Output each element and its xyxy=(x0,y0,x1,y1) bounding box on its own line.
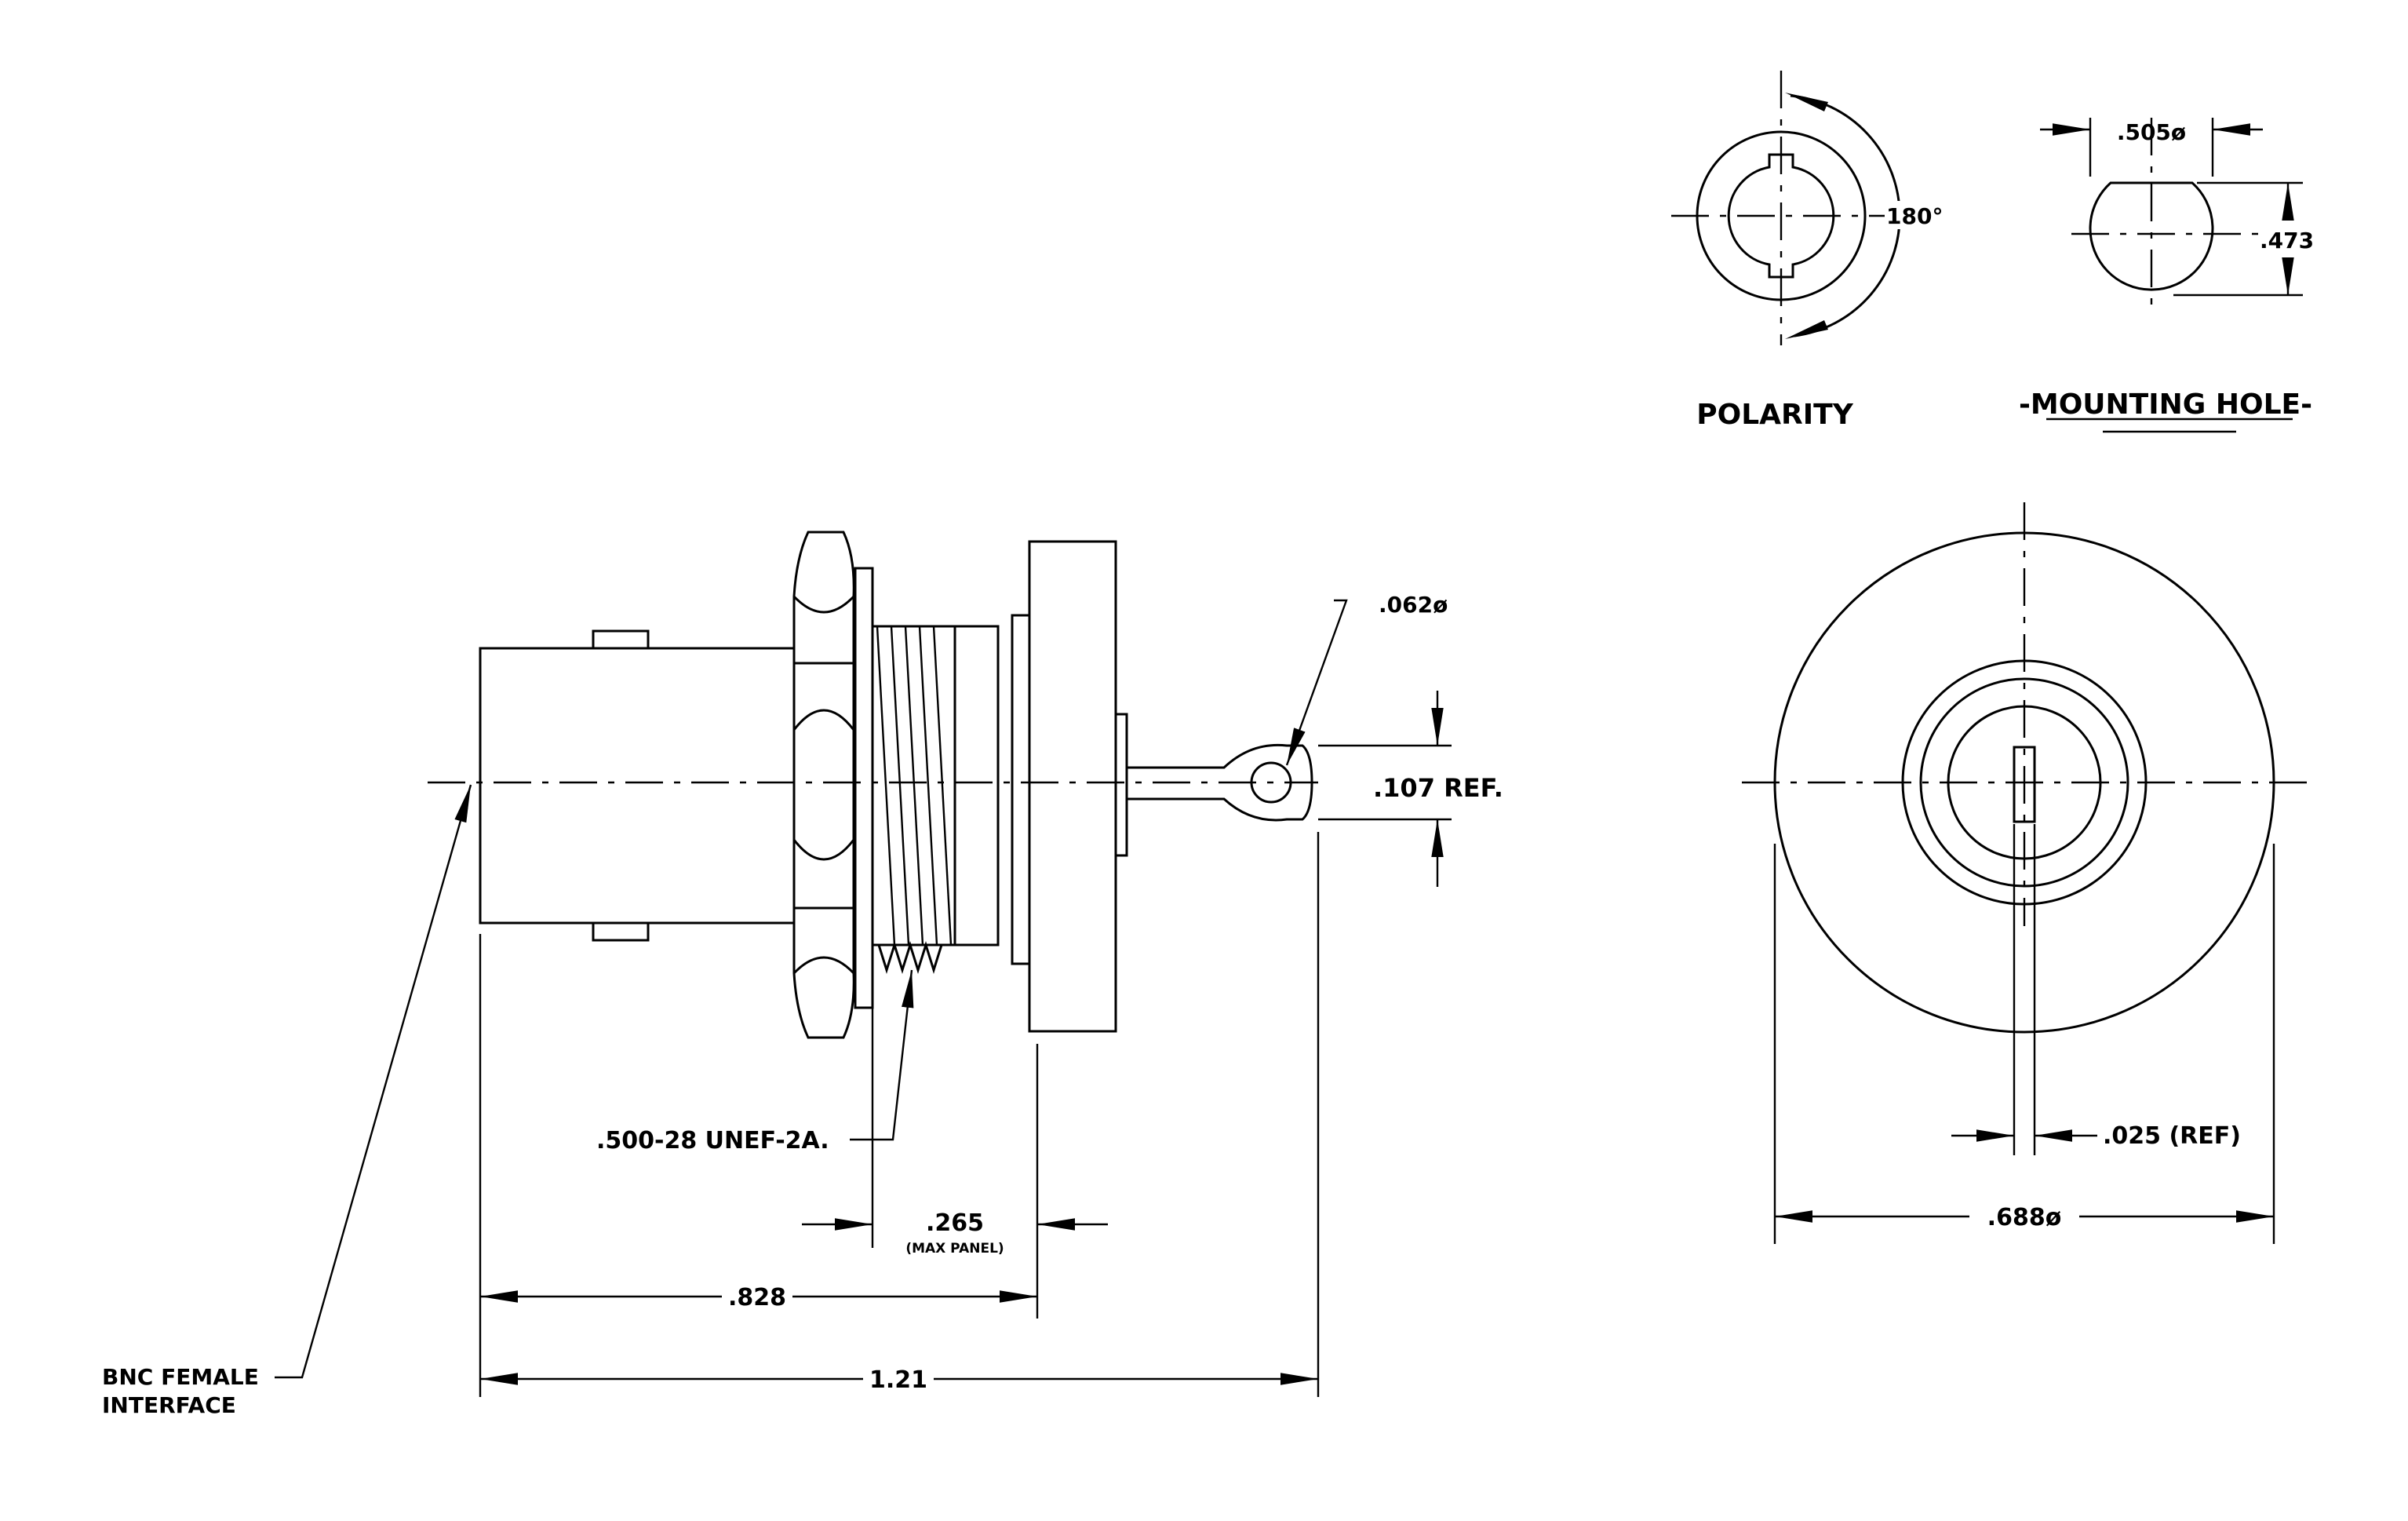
angle-label-bg xyxy=(1885,201,1935,229)
front-inner-ring xyxy=(1947,705,2102,860)
polarity-inner-keyed xyxy=(1727,153,1835,279)
flange-dia-dim: .688ø xyxy=(1987,1204,2062,1231)
rear-insulator xyxy=(1114,713,1128,857)
interface-label-1: BNC FEMALE xyxy=(102,1364,259,1390)
length-828-dim: .828 xyxy=(728,1284,786,1311)
front-view: .025 (REF) .688ø xyxy=(1742,502,2307,1244)
shoulder xyxy=(953,625,1000,947)
side-dimensions: .062ø .107 REF. .500-28 UNEF-2A. .265 (M… xyxy=(102,592,1503,1418)
thread-leader xyxy=(850,969,914,1141)
lock-washer xyxy=(854,567,874,1009)
solder-hole-leader xyxy=(1285,599,1348,766)
front-flange-circle xyxy=(1773,531,2275,1034)
thread-lines xyxy=(876,626,953,946)
bayonet-stud-top xyxy=(592,629,650,650)
solder-hole xyxy=(1250,761,1292,804)
max-panel-value: .265 xyxy=(926,1209,984,1237)
front-contact xyxy=(2013,746,2036,823)
length-121-dim: 1.21 xyxy=(869,1366,927,1394)
rear-flange-ring xyxy=(1011,614,1031,965)
front-middle-ring xyxy=(1919,677,2129,888)
polarity-view: 180° POLARITY xyxy=(1671,71,1943,431)
front-outer-ring xyxy=(1901,659,2148,906)
polarity-outer-circle xyxy=(1696,130,1867,301)
bnc-body xyxy=(479,647,796,925)
interface-leader xyxy=(275,784,472,1379)
polarity-arrow-top xyxy=(1785,93,1828,111)
mounting-hole-outline xyxy=(2089,181,2214,291)
hex-curve-3 xyxy=(792,839,855,861)
solder-hole-dim: .062ø xyxy=(1379,592,1448,618)
thread-teeth xyxy=(877,940,943,975)
polarity-arrow-bottom xyxy=(1785,320,1828,339)
bayonet-stud-bottom xyxy=(592,921,650,942)
thread-dim: .500-28 UNEF-2A. xyxy=(596,1127,829,1154)
mounting-hole-view: .505ø .473 -MOUNTING HOLE- xyxy=(2019,118,2314,433)
hex-curve-2 xyxy=(792,709,855,731)
rear-flange xyxy=(1028,540,1117,1033)
side-view xyxy=(428,531,1318,1039)
max-panel-note: (MAX PANEL) xyxy=(905,1241,1004,1257)
hex-curve-4 xyxy=(792,956,855,975)
contact-ref-dim: .025 (REF) xyxy=(2103,1122,2241,1150)
hole-width-dim: .505ø xyxy=(2117,119,2186,145)
polarity-title: POLARITY xyxy=(1696,399,1853,431)
hex-curve-1 xyxy=(792,595,855,614)
solder-pin xyxy=(1127,743,1313,822)
interface-label-2: INTERFACE xyxy=(102,1392,236,1418)
hex-nut xyxy=(792,531,855,1039)
hole-flat-dim: .473 xyxy=(2260,228,2314,254)
pin-ref-dim: .107 REF. xyxy=(1373,773,1503,803)
mounting-hole-title: -MOUNTING HOLE- xyxy=(2019,388,2312,421)
polarity-angle: 180° xyxy=(1886,203,1943,229)
